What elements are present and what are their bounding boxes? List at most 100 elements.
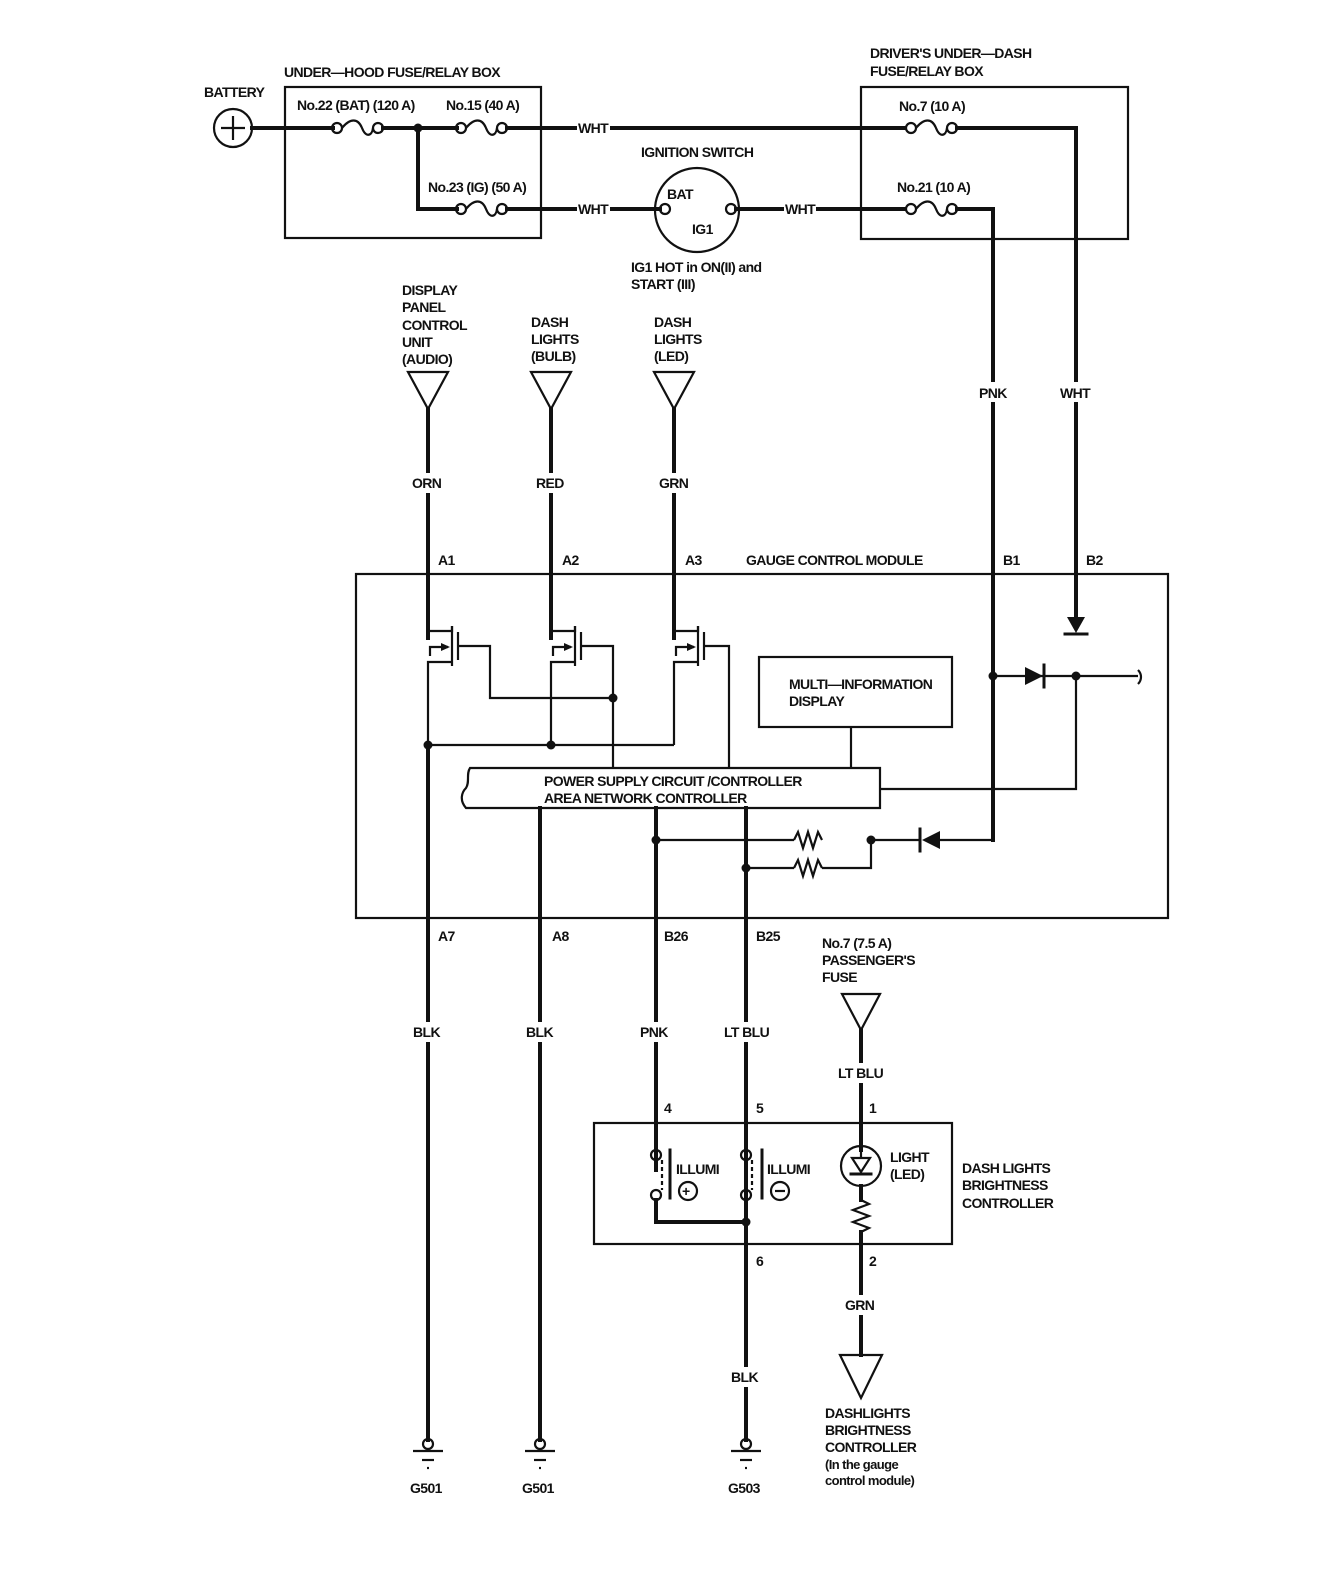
connector-triangle-icon bbox=[840, 992, 882, 1033]
fuse-no23-icon bbox=[454, 200, 509, 217]
diode-icon bbox=[1025, 663, 1046, 689]
led-label-line1: LIGHT bbox=[890, 1149, 930, 1165]
connector-triangle-icon bbox=[838, 1353, 884, 1401]
resistor-icon bbox=[793, 856, 823, 880]
fuse-no22-label: No.22 (BAT) (120 A) bbox=[297, 97, 415, 113]
svg-text:CONTROL: CONTROL bbox=[402, 317, 468, 333]
brightness-controller-title-3: CONTROLLER bbox=[962, 1195, 1054, 1211]
minus-icon bbox=[769, 1180, 791, 1202]
wire-label-grn-out: GRN bbox=[845, 1297, 875, 1313]
psc-label-line2: AREA NETWORK CONTROLLER bbox=[544, 790, 747, 806]
under-hood-box-title: UNDER—HOOD FUSE/RELAY BOX bbox=[284, 64, 501, 80]
pin-a1: A1 bbox=[438, 552, 456, 568]
connector-triangle-icon bbox=[406, 370, 450, 412]
battery-icon bbox=[212, 107, 254, 149]
ground-icon bbox=[413, 1437, 443, 1470]
source-display-panel: DISPLAY PANEL CONTROL UNIT (AUDIO) bbox=[402, 282, 469, 412]
wire-label-wht-b2: WHT bbox=[1060, 385, 1091, 401]
brightness-controller-title-1: DASH LIGHTS bbox=[962, 1160, 1051, 1176]
mid-label-line1: MULTI—INFORMATION bbox=[789, 676, 933, 692]
under-hood-box bbox=[283, 85, 543, 240]
source-dash-lights-led: DASH LIGHTS (LED) bbox=[652, 314, 703, 412]
power-supply-circuit-box bbox=[460, 766, 882, 810]
pin-2: 2 bbox=[869, 1253, 877, 1269]
svg-text:FUSE: FUSE bbox=[822, 969, 857, 985]
pin-a8: A8 bbox=[552, 928, 570, 944]
mid-label-line2: DISPLAY bbox=[789, 693, 845, 709]
driver-box-title-line2: FUSE/RELAY BOX bbox=[870, 63, 984, 79]
illumi-minus-switch[interactable]: ILLUMI bbox=[739, 1148, 811, 1202]
svg-text:DISPLAY: DISPLAY bbox=[402, 282, 458, 298]
svg-text:DASHLIGHTS: DASHLIGHTS bbox=[825, 1405, 910, 1421]
svg-text:control module): control module) bbox=[825, 1473, 914, 1488]
svg-text:BRIGHTNESS: BRIGHTNESS bbox=[825, 1422, 911, 1438]
resistor-icon bbox=[849, 1199, 873, 1233]
fuse-no21-label: No.21 (10 A) bbox=[897, 179, 970, 195]
ignition-bat-label: BAT bbox=[667, 186, 694, 202]
fuse-no15-label: No.15 (40 A) bbox=[446, 97, 519, 113]
svg-text:CONTROLLER: CONTROLLER bbox=[825, 1439, 917, 1455]
output-destination-label: DASHLIGHTS BRIGHTNESS CONTROLLER (In the… bbox=[825, 1405, 917, 1488]
ignition-note-line1: IG1 HOT in ON(II) and bbox=[631, 259, 762, 275]
ground-icon bbox=[525, 1437, 555, 1470]
fuse-no7-label: No.7 (10 A) bbox=[899, 98, 965, 114]
fuse-no7-icon bbox=[904, 119, 959, 136]
wire-label-blk-a8: BLK bbox=[526, 1024, 553, 1040]
pin-5: 5 bbox=[756, 1100, 764, 1116]
pin-1: 1 bbox=[869, 1100, 877, 1116]
diode-icon bbox=[918, 827, 940, 853]
fuse-no21-icon bbox=[904, 200, 959, 217]
plus-icon bbox=[677, 1180, 699, 1202]
svg-text:LIGHTS: LIGHTS bbox=[654, 331, 702, 347]
svg-text:(In the gauge: (In the gauge bbox=[825, 1457, 898, 1472]
transistor-icon bbox=[672, 626, 731, 768]
brightness-controller-box bbox=[592, 1121, 954, 1246]
diode-icon bbox=[1063, 617, 1089, 636]
wire-label-blk-a7: BLK bbox=[413, 1024, 440, 1040]
led-icon bbox=[839, 1144, 883, 1188]
svg-text:(LED): (LED) bbox=[654, 348, 688, 364]
wire-label-blk-g503: BLK bbox=[731, 1369, 758, 1385]
fuse-no15-icon bbox=[454, 119, 509, 136]
ground-label-g503: G503 bbox=[728, 1480, 761, 1496]
gauge-control-module bbox=[354, 572, 1170, 920]
ground-label-g501-b: G501 bbox=[522, 1480, 555, 1496]
pin-a7: A7 bbox=[438, 928, 456, 944]
wire-label-wht-ig-out: WHT bbox=[785, 201, 816, 217]
gauge-module-title: GAUGE CONTROL MODULE bbox=[746, 552, 923, 568]
source-dash-lights-bulb: DASH LIGHTS (BULB) bbox=[529, 314, 580, 412]
wire-label-ltblu-fuse: LT BLU bbox=[838, 1065, 884, 1081]
illumi-plus-label: ILLUMI bbox=[676, 1161, 719, 1177]
svg-text:DASH: DASH bbox=[654, 314, 692, 330]
svg-text:PASSENGER'S: PASSENGER'S bbox=[822, 952, 915, 968]
svg-text:+: + bbox=[682, 1183, 690, 1199]
wire-label-wht-top: WHT bbox=[578, 120, 609, 136]
svg-text:(AUDIO): (AUDIO) bbox=[402, 351, 452, 367]
svg-text:DASH: DASH bbox=[531, 314, 569, 330]
ignition-ig1-label: IG1 bbox=[692, 221, 714, 237]
transistor-icon bbox=[426, 626, 613, 745]
wire-label-wht-ig-in: WHT bbox=[578, 201, 609, 217]
pin-a2: A2 bbox=[562, 552, 580, 568]
connector-triangle-icon bbox=[529, 370, 573, 412]
illumi-minus-label: ILLUMI bbox=[767, 1161, 810, 1177]
pin-4: 4 bbox=[664, 1100, 672, 1116]
brightness-controller-title-2: BRIGHTNESS bbox=[962, 1177, 1048, 1193]
svg-text:No.7 (7.5 A): No.7 (7.5 A) bbox=[822, 935, 891, 951]
ground-label-g501-a: G501 bbox=[410, 1480, 443, 1496]
ignition-note-line2: START (III) bbox=[631, 276, 695, 292]
passenger-fuse-source: No.7 (7.5 A) PASSENGER'S FUSE bbox=[822, 935, 916, 1033]
multi-information-display bbox=[757, 655, 954, 729]
pin-b25: B25 bbox=[756, 928, 781, 944]
wire-label-orn: ORN bbox=[412, 475, 442, 491]
svg-text:LIGHTS: LIGHTS bbox=[531, 331, 579, 347]
pin-b26: B26 bbox=[664, 928, 689, 944]
pin-b2: B2 bbox=[1086, 552, 1104, 568]
battery-label: BATTERY bbox=[204, 84, 266, 100]
psc-label-line1: POWER SUPPLY CIRCUIT /CONTROLLER bbox=[544, 773, 802, 789]
fuse-no22-icon bbox=[330, 119, 385, 136]
svg-text:PANEL: PANEL bbox=[402, 299, 446, 315]
wire-label-red: RED bbox=[536, 475, 564, 491]
illumi-plus-switch[interactable]: + ILLUMI bbox=[649, 1148, 720, 1202]
